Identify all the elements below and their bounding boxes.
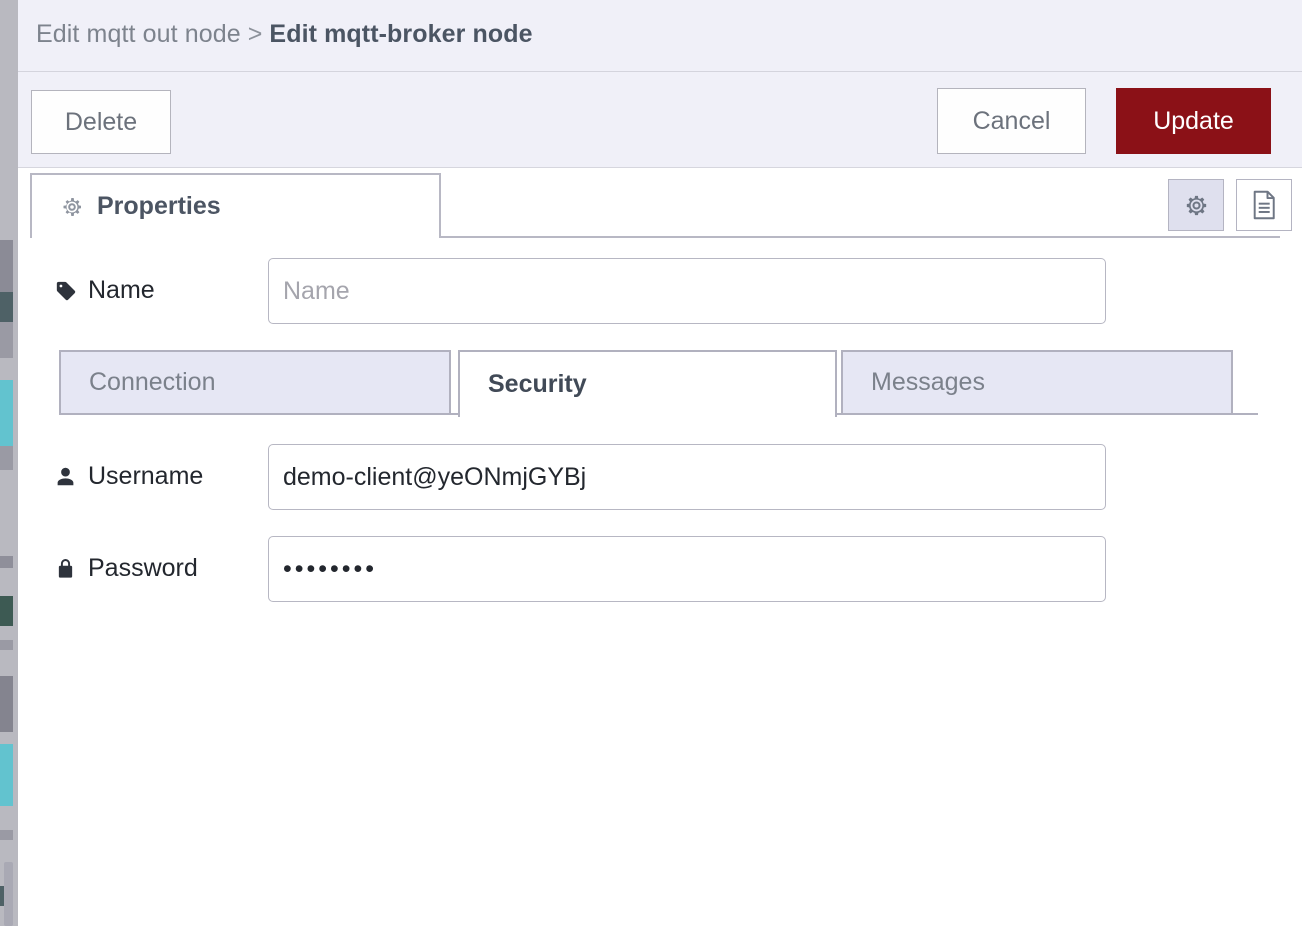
config-gear-button[interactable]	[1168, 179, 1224, 231]
username-label: Username	[54, 462, 203, 491]
canvas-node-fragment	[0, 556, 13, 568]
sub-tab-messages[interactable]: Messages	[841, 350, 1233, 415]
canvas-node-fragment	[0, 380, 13, 446]
canvas-node-fragment	[0, 596, 13, 626]
canvas-node-fragment	[0, 446, 13, 470]
dialog-body: Name Connection Security Messages Userna…	[18, 238, 1302, 926]
password-input[interactable]	[268, 536, 1106, 602]
tag-icon	[54, 280, 77, 302]
canvas-node-fragment	[0, 830, 13, 840]
name-input[interactable]	[268, 258, 1106, 324]
canvas-scrollbar-thumb[interactable]	[4, 862, 13, 926]
canvas-node-fragment	[0, 676, 13, 732]
dialog-toolbar: Delete Cancel Update	[18, 72, 1302, 168]
name-label: Name	[54, 276, 155, 305]
password-label: Password	[54, 554, 198, 583]
form-row-password: Password	[18, 536, 1302, 602]
name-label-text: Name	[88, 276, 155, 304]
description-document-button[interactable]	[1236, 179, 1292, 231]
gear-icon	[1183, 192, 1210, 219]
document-icon	[1251, 190, 1278, 220]
cancel-button[interactable]: Cancel	[937, 88, 1086, 154]
dialog-header: Edit mqtt out node>Edit mqtt-broker node	[18, 0, 1302, 72]
tab-properties[interactable]: Properties	[30, 173, 441, 238]
breadcrumb-separator: >	[247, 20, 263, 48]
breadcrumb-parent[interactable]: Edit mqtt out node	[36, 20, 241, 48]
update-button[interactable]: Update	[1116, 88, 1271, 154]
canvas-node-fragment	[0, 240, 13, 292]
canvas-node-fragment	[0, 322, 13, 358]
password-label-text: Password	[88, 554, 198, 582]
lock-icon	[54, 558, 77, 579]
user-icon	[54, 466, 77, 487]
delete-button[interactable]: Delete	[31, 90, 171, 154]
edit-node-dialog: Edit mqtt out node>Edit mqtt-broker node…	[18, 0, 1302, 926]
canvas-node-fragment	[0, 744, 13, 806]
username-input[interactable]	[268, 444, 1106, 510]
dialog-tab-bar: Properties	[18, 169, 1302, 238]
sub-tab-security[interactable]: Security	[458, 350, 837, 417]
sub-tab-connection[interactable]: Connection	[59, 350, 451, 415]
form-row-username: Username	[18, 444, 1302, 510]
canvas-node-fragment	[0, 640, 13, 650]
security-sub-tab-bar: Connection Security Messages	[18, 350, 1302, 420]
breadcrumb-current: Edit mqtt-broker node	[269, 20, 533, 48]
canvas-node-fragment	[0, 292, 13, 322]
username-label-text: Username	[88, 462, 204, 490]
gear-icon	[60, 195, 84, 219]
tab-bar-baseline	[439, 236, 1280, 238]
editor-canvas-background	[0, 0, 18, 926]
breadcrumb: Edit mqtt out node>Edit mqtt-broker node	[36, 20, 533, 49]
form-row-name: Name	[18, 258, 1302, 324]
tab-properties-label: Properties	[97, 192, 221, 220]
